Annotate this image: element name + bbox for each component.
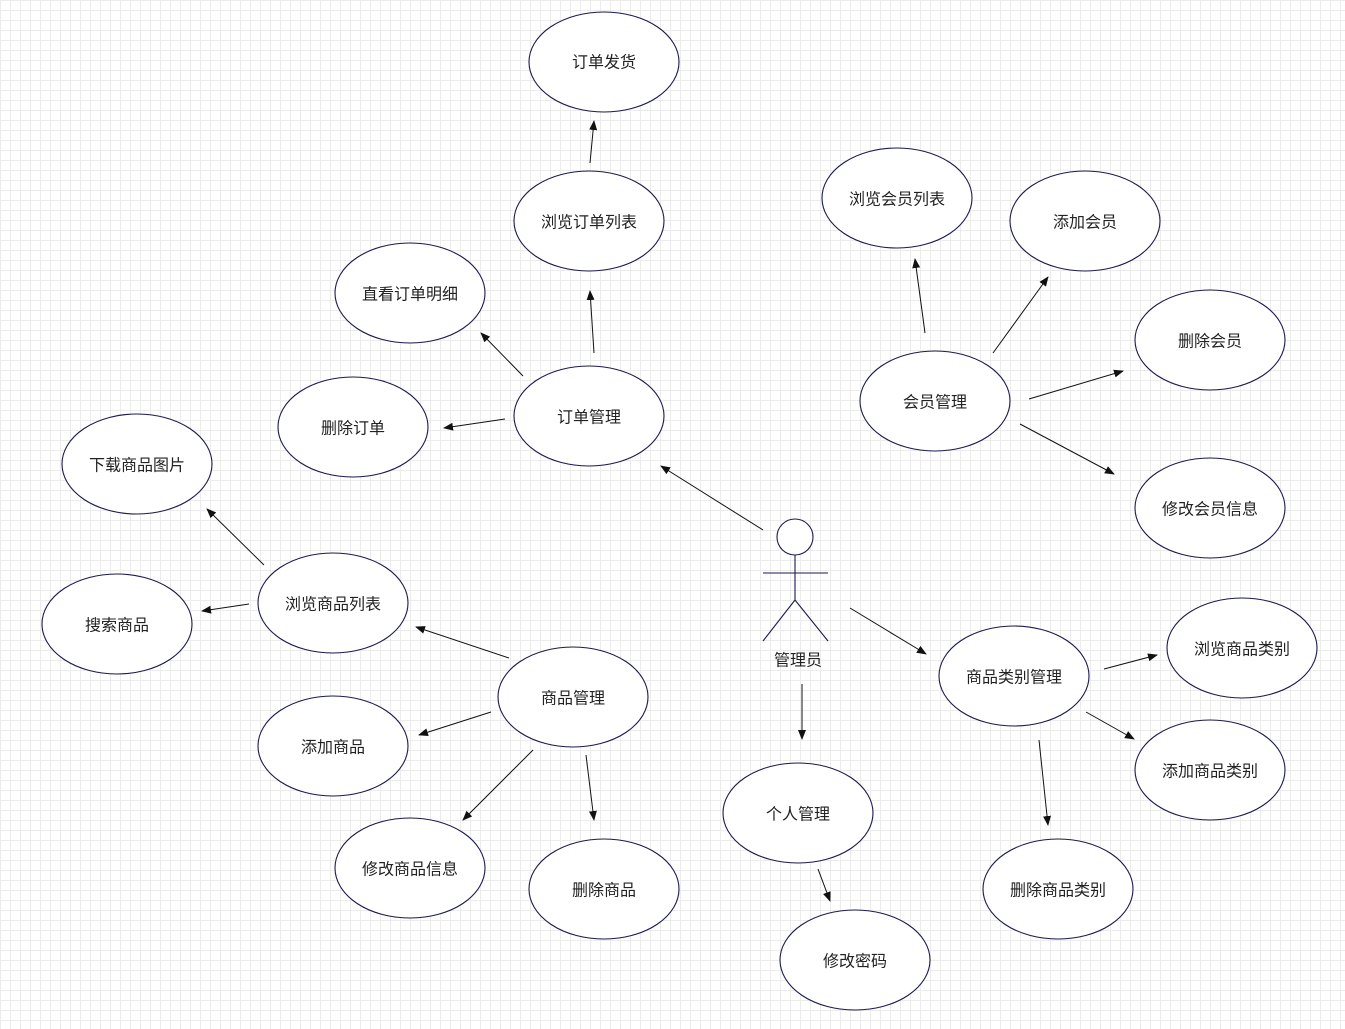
use-case-label: 订单发货 xyxy=(572,53,636,72)
use-case-label: 浏览订单列表 xyxy=(541,213,637,232)
use-case-label: 浏览会员列表 xyxy=(849,190,945,209)
use-case-edit-product-info[interactable]: 修改商品信息 xyxy=(334,817,486,919)
use-case-change-password[interactable]: 修改密码 xyxy=(779,909,931,1011)
use-case-label: 添加会员 xyxy=(1053,213,1117,232)
use-case-label: 浏览商品列表 xyxy=(285,595,381,614)
use-case-edit-member-info[interactable]: 修改会员信息 xyxy=(1134,457,1286,559)
use-case-search-product[interactable]: 搜索商品 xyxy=(41,573,193,675)
edge-member-mgmt-browse-list xyxy=(912,258,926,334)
use-case-delete-member[interactable]: 删除会员 xyxy=(1134,289,1286,391)
use-case-delete-category[interactable]: 删除商品类别 xyxy=(982,838,1134,940)
edge-order-mgmt-delete-order xyxy=(443,418,506,431)
use-case-label: 添加商品类别 xyxy=(1162,762,1258,781)
edge-category-browse xyxy=(1103,653,1158,670)
edge-personal-change-password xyxy=(817,868,831,902)
use-case-label: 直看订单明细 xyxy=(362,285,458,304)
edge-member-mgmt-edit xyxy=(1019,423,1115,475)
edge-order-mgmt-view-detail xyxy=(480,332,524,377)
use-case-label: 删除商品类别 xyxy=(1010,881,1106,900)
use-case-label: 会员管理 xyxy=(903,393,967,412)
edge-category-delete xyxy=(1038,739,1052,826)
edges xyxy=(201,120,1158,902)
use-case-order-ship[interactable]: 订单发货 xyxy=(528,11,680,113)
use-case-label: 修改商品信息 xyxy=(362,860,458,879)
use-case-category-mgmt[interactable]: 商品类别管理 xyxy=(938,625,1090,727)
use-case-order-mgmt[interactable]: 订单管理 xyxy=(513,365,665,467)
use-case-product-mgmt[interactable]: 商品管理 xyxy=(497,646,649,748)
use-case-add-category[interactable]: 添加商品类别 xyxy=(1134,719,1286,821)
use-case-label: 删除商品 xyxy=(572,881,636,900)
use-case-label: 商品管理 xyxy=(541,689,605,708)
edge-product-mgmt-browse-list xyxy=(415,626,510,659)
edge-category-add xyxy=(1085,711,1135,740)
actor-head xyxy=(776,518,814,556)
use-case-label: 修改密码 xyxy=(823,952,887,971)
edge-actor-order-mgmt xyxy=(660,465,764,531)
use-case-label: 删除会员 xyxy=(1178,332,1242,351)
edge-browse-list-search xyxy=(201,603,250,614)
use-case-label: 个人管理 xyxy=(766,805,830,824)
use-case-add-member[interactable]: 添加会员 xyxy=(1009,170,1161,272)
use-case-label: 订单管理 xyxy=(557,408,621,427)
use-case-label: 添加商品 xyxy=(301,738,365,757)
use-case-label: 修改会员信息 xyxy=(1162,500,1258,519)
edge-member-mgmt-add xyxy=(992,276,1049,354)
edge-product-mgmt-edit xyxy=(462,749,534,821)
use-case-label: 删除订单 xyxy=(321,419,385,438)
edge-product-mgmt-add xyxy=(418,711,492,737)
use-case-label: 商品类别管理 xyxy=(966,668,1062,687)
actor-right-leg xyxy=(794,599,829,642)
actor-left-leg xyxy=(762,599,796,642)
use-case-browse-order-list[interactable]: 浏览订单列表 xyxy=(513,170,665,272)
edge-browse-list-ship xyxy=(589,120,598,164)
use-case-add-product[interactable]: 添加商品 xyxy=(257,695,409,797)
use-case-browse-member-list[interactable]: 浏览会员列表 xyxy=(821,147,973,249)
use-case-download-product-image[interactable]: 下载商品图片 xyxy=(61,413,213,515)
use-case-member-mgmt[interactable]: 会员管理 xyxy=(859,350,1011,452)
use-case-browse-product-list[interactable]: 浏览商品列表 xyxy=(257,552,409,654)
use-case-delete-order[interactable]: 删除订单 xyxy=(277,376,429,478)
use-case-label: 浏览商品类别 xyxy=(1194,640,1290,659)
use-case-view-order-detail[interactable]: 直看订单明细 xyxy=(334,242,486,344)
edge-product-mgmt-delete xyxy=(585,754,597,821)
edge-actor-category-mgmt xyxy=(849,607,927,655)
use-case-delete-product[interactable]: 删除商品 xyxy=(528,838,680,940)
use-case-browse-category[interactable]: 浏览商品类别 xyxy=(1166,597,1318,699)
use-case-label: 下载商品图片 xyxy=(89,456,185,475)
edge-browse-list-download xyxy=(206,508,265,566)
actor-label: 管理员 xyxy=(774,651,822,670)
edge-member-mgmt-delete xyxy=(1028,369,1124,400)
actor-admin[interactable]: 管理员 xyxy=(762,518,829,670)
edge-order-mgmt-browse-list xyxy=(586,290,595,354)
use-case-personal-mgmt[interactable]: 个人管理 xyxy=(722,762,874,864)
use-cases: 订单发货 浏览订单列表 直看订单明细 订单管理 删除订单 浏览会员列表 xyxy=(41,11,1318,1011)
use-case-label: 搜索商品 xyxy=(85,616,149,635)
